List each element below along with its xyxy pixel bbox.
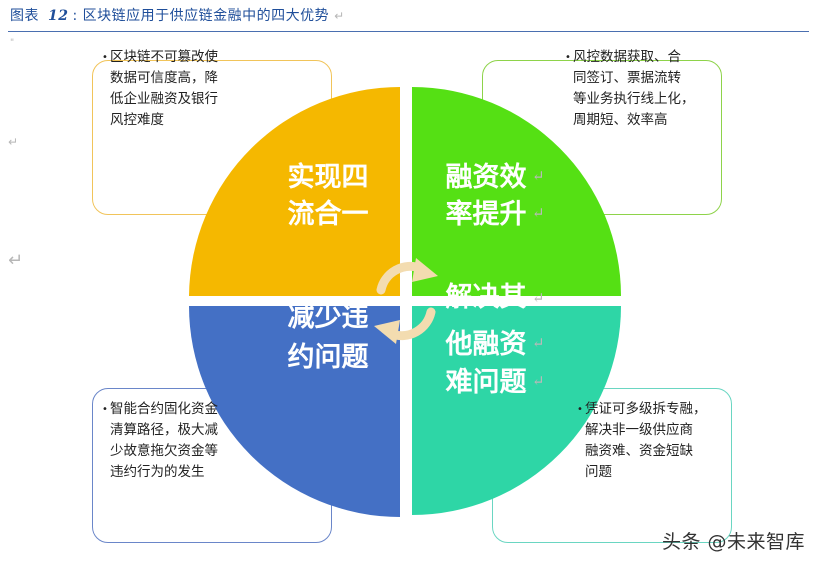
note-line: 凭证可多级拆专融， bbox=[585, 401, 707, 417]
note-line: 低企业融资及银行 bbox=[110, 91, 218, 107]
quadrant-label: 实现四 bbox=[288, 161, 369, 193]
paragraph-mark-icon: ↵ bbox=[8, 250, 24, 271]
quadrant-label: 率提升 bbox=[446, 198, 527, 230]
note-line: 少故意拖欠资金等 bbox=[110, 443, 218, 459]
quadrant-label: 约问题 bbox=[288, 342, 369, 373]
note-line: 解决非一级供应商 bbox=[585, 422, 693, 438]
caption-prefix: 图表 bbox=[10, 8, 39, 24]
caption-divider bbox=[8, 31, 809, 32]
quadrant-top-left bbox=[189, 87, 400, 296]
note-bottom-right: • 凭证可多级拆专融， 解决非一级供应商 融资难、资金短缺 问题 bbox=[577, 399, 735, 483]
watermark: 头条 @未来智库 bbox=[661, 531, 805, 553]
paragraph-mark-icon: ↵ bbox=[532, 334, 545, 352]
quadrant-label: 流合一 bbox=[288, 198, 369, 230]
note-line: 智能合约固化资金 bbox=[110, 401, 218, 417]
paragraph-mark-icon: ↵ bbox=[334, 9, 345, 23]
note-line: 等业务执行线上化， bbox=[573, 91, 695, 107]
paragraph-mark-icon: ↵ bbox=[8, 135, 19, 149]
paragraph-mark-icon: " bbox=[10, 38, 15, 48]
note-line: 融资难、资金短缺 bbox=[585, 443, 693, 459]
note-line: 问题 bbox=[585, 464, 612, 480]
caption-separator: : bbox=[72, 8, 78, 24]
note-top-right: • 风控数据获取、合 同签订、票据流转 等业务执行线上化， 周期短、效率高 bbox=[565, 47, 723, 131]
quadrant-top-right bbox=[412, 87, 621, 296]
figure-caption: 图表 12: 区块链应用于供应链金融中的四大优势 ↵ bbox=[10, 5, 345, 25]
note-line: 风控难度 bbox=[110, 112, 164, 128]
quadrant-label: 解决其 bbox=[446, 282, 527, 313]
note-line: 周期短、效率高 bbox=[573, 112, 668, 128]
quadrant-bottom-left bbox=[189, 306, 400, 517]
note-line: 清算路径，极大减 bbox=[110, 422, 218, 438]
cycle-arrows-icon bbox=[376, 261, 436, 341]
note-line: 同签订、票据流转 bbox=[573, 70, 681, 86]
bullet-icon: • bbox=[565, 52, 571, 63]
bullet-icon: • bbox=[102, 52, 108, 63]
note-line: 区块链不可篡改使 bbox=[110, 49, 218, 65]
quadrant-label: 减少违 bbox=[288, 302, 369, 333]
quadrant-label: 难问题 bbox=[445, 367, 527, 398]
quadrant-label: 他融资 bbox=[445, 329, 527, 360]
quadrant-label: 融资效 bbox=[446, 162, 527, 193]
note-line: 违约行为的发生 bbox=[110, 464, 205, 480]
quadrant-bottom-right bbox=[412, 306, 621, 515]
paragraph-mark-icon: ↵ bbox=[532, 289, 545, 307]
caption-title: 区块链应用于供应链金融中的四大优势 bbox=[82, 8, 330, 24]
note-line: 风控数据获取、合 bbox=[573, 49, 681, 65]
paragraph-mark-icon: ↵ bbox=[532, 204, 545, 222]
caption-number: 12 bbox=[47, 8, 69, 24]
note-bottom-left: • 智能合约固化资金 清算路径，极大减 少故意拖欠资金等 违约行为的发生 bbox=[102, 399, 260, 483]
note-line: 数据可信度高，降 bbox=[110, 70, 218, 86]
bullet-icon: • bbox=[577, 404, 583, 415]
note-top-left: • 区块链不可篡改使 数据可信度高，降 低企业融资及银行 风控难度 bbox=[102, 47, 260, 131]
paragraph-mark-icon: ↵ bbox=[532, 167, 545, 185]
paragraph-mark-icon: ↵ bbox=[532, 372, 545, 390]
bullet-icon: • bbox=[102, 404, 108, 415]
